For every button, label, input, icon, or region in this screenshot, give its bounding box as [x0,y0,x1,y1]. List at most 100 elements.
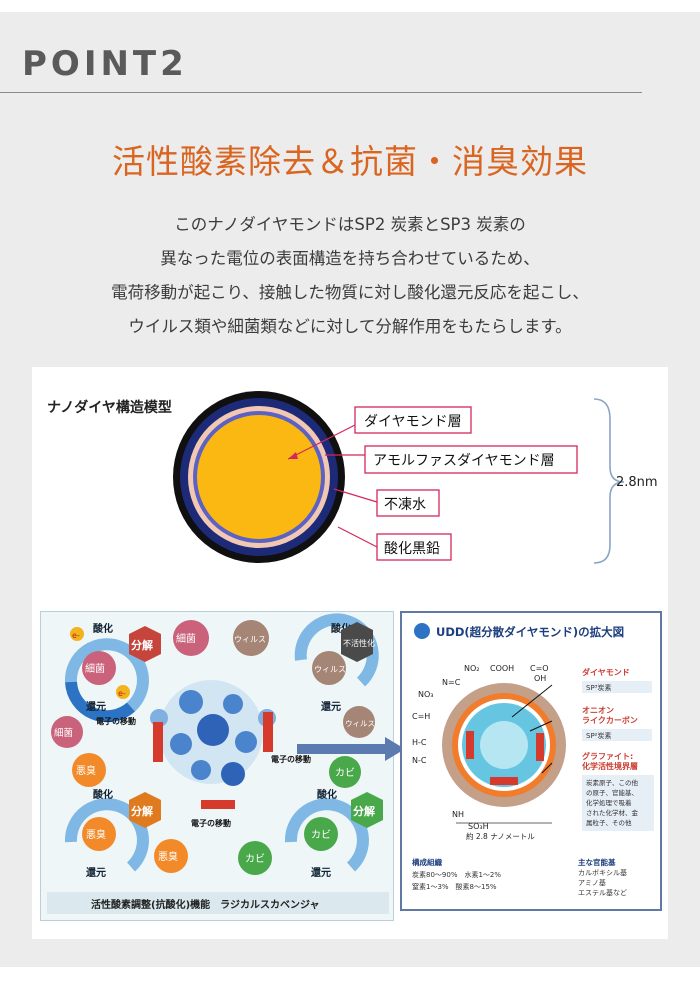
functional-line: カルボキシル基 [578,868,627,877]
bacteria-label: 細菌 [176,632,196,645]
graphite-note: の原子、官能基、 [586,788,638,797]
nano-model-title: ナノダイヤ構造模型 [47,400,172,416]
decompose-label: 分解 [131,804,153,818]
label-sp3: SP³炭素 [586,683,611,692]
description-line: このナノダイヤモンドはSP2 炭素とSP3 炭素の [174,215,526,234]
odor-label: 悪臭 [86,828,106,841]
graphite-note: 化学処理で吸着 [586,798,632,807]
point-heading: POINT2 [22,44,188,84]
description-line: 異なった電位の表面構造を持ち合わせているため、 [160,249,540,268]
odor-bubble [154,839,188,873]
layer-label: ダイヤモンド層 [364,414,462,430]
functional-group: COOH [490,664,514,673]
electron-transfer-label: 電子の移動 [96,716,136,726]
transition-arrow [297,737,405,761]
odor-label: 悪臭 [76,764,96,777]
mold-label: カビ [245,853,265,865]
virus-label: ウィルス [314,665,346,674]
functional-group: C=O [530,664,549,673]
mold-bubble [304,817,338,851]
description-line: ウイルス類や細菌類などに対して分解作用をもたらします。 [128,317,572,336]
red-arrow [201,800,235,809]
bacteria-label: 細菌 [54,727,73,739]
reduce-label: 還元 [86,700,106,713]
mold-bubble [238,841,272,875]
red-arrow [466,731,474,759]
odor-label: 悪臭 [158,850,178,863]
reduce-label: 還元 [86,866,106,879]
inactivate-badge [341,622,373,662]
odor-bubble [82,817,116,851]
udd-size-label: 約 2.8 ナノメートル [466,831,535,841]
composition-title: 構成組織 [412,857,442,867]
udd-diagram: UDD(超分散ダイヤモンド)の拡大図 NO₂ COOH C=O OH N=C N… [400,611,662,911]
electron-dot [116,685,130,699]
section-title: 活性酸素除去＆抗菌・消臭効果 [112,142,588,181]
decompose-badge [351,792,383,828]
label-onion: オニオン [582,706,614,715]
functional-group: C=H [412,712,430,721]
virus-bubble [312,651,346,685]
size-label: 2.8nm [616,475,658,490]
layer-label-box [376,533,452,561]
graphite-note: 属粒子、その他 [586,818,632,827]
layer-label: アモルファスダイヤモンド層 [373,453,555,469]
functional-group: SO₃H [468,822,489,831]
virus-label: ウィルス [234,635,266,644]
molecule-cluster [150,680,276,786]
functional-line: エステル基など [578,888,627,897]
red-arrow [263,712,273,752]
bacteria-bubble [51,716,83,748]
illustration-panel: ナノダイヤ構造模型 ダイヤモンド層 アモルファスダイヤモンド層 不凍水 酸化黒鉛… [32,367,668,939]
mold-label: カビ [311,829,331,841]
inactivate-label: 不活性化 [343,638,375,648]
decompose-badge [129,792,161,828]
label-onion: ライクカーボン [582,715,638,725]
graphite-note: された化学材、金 [586,808,639,817]
description-line: 電荷移動が起こり、接触した物質に対し酸化還元反応を起こし、 [111,283,589,302]
red-arrow [490,777,518,785]
scavenger-svg: 酸化 還元 細菌 分解 e- e- 細菌 ウィルス 酸化 還元 ウィルス 不活性… [47,613,389,914]
heading-divider [0,92,642,93]
layer-label: 酸化黒鉛 [384,541,440,557]
functional-group: NH [452,810,464,819]
red-arrow [536,733,544,761]
functional-title: 主な官能基 [578,857,616,867]
diamond-core [197,415,321,539]
caption-bar [47,892,389,914]
layer-label-box [376,489,440,517]
functional-group: H-C [412,738,427,747]
odor-bubble [72,753,106,787]
red-arrow [153,722,163,762]
functional-group: N-C [412,756,427,765]
udd-svg: UDD(超分散ダイヤモンド)の拡大図 NO₂ COOH C=O OH N=C N… [412,623,654,897]
decompose-label: 分解 [353,804,375,818]
reduce-label: 還元 [321,700,341,713]
composition-line: 窒素1～3% 酸素8～15% [412,882,497,891]
graphite-note: 炭素原子、この他 [586,778,639,787]
nano-structure-diagram: ダイヤモンド層 アモルファスダイヤモンド層 不凍水 酸化黒鉛 2.8nm [173,391,658,564]
label-diamond: ダイヤモンド [582,667,630,677]
decompose-badge [129,626,161,662]
electron-transfer-label: 電子の移動 [191,818,231,828]
functional-group: OH [534,674,546,683]
scavenger-diagram: 酸化 還元 細菌 分解 e- e- 細菌 ウィルス 酸化 還元 ウィルス 不活性… [40,611,394,921]
label-sp2: SP²炭素 [586,731,611,740]
oxidize-label: 酸化 [93,622,113,635]
virus-bubble [233,620,269,656]
virus-label: ウィルス [345,719,375,728]
label-graphite: グラファイト: [582,751,633,761]
label-graphite: 化学活性境界層 [582,761,638,771]
functional-line: アミノ基 [578,878,606,887]
udd-title-icon [414,623,430,639]
bacteria-bubble [82,651,116,685]
electron-label: e- [118,689,126,698]
composition-line: 炭素80～90% 水素1～2% [412,870,501,879]
oxidize-label: 酸化 [317,788,337,801]
bacteria-label: 細菌 [85,662,105,675]
udd-title: UDD(超分散ダイヤモンド)の拡大図 [436,625,624,639]
electron-dot [70,627,84,641]
layer-label-box [364,445,578,474]
size-bracket [593,398,625,564]
scavenger-caption: 活性酸素調整(抗酸化)機能 ラジカルスカベンジャ [91,898,319,911]
